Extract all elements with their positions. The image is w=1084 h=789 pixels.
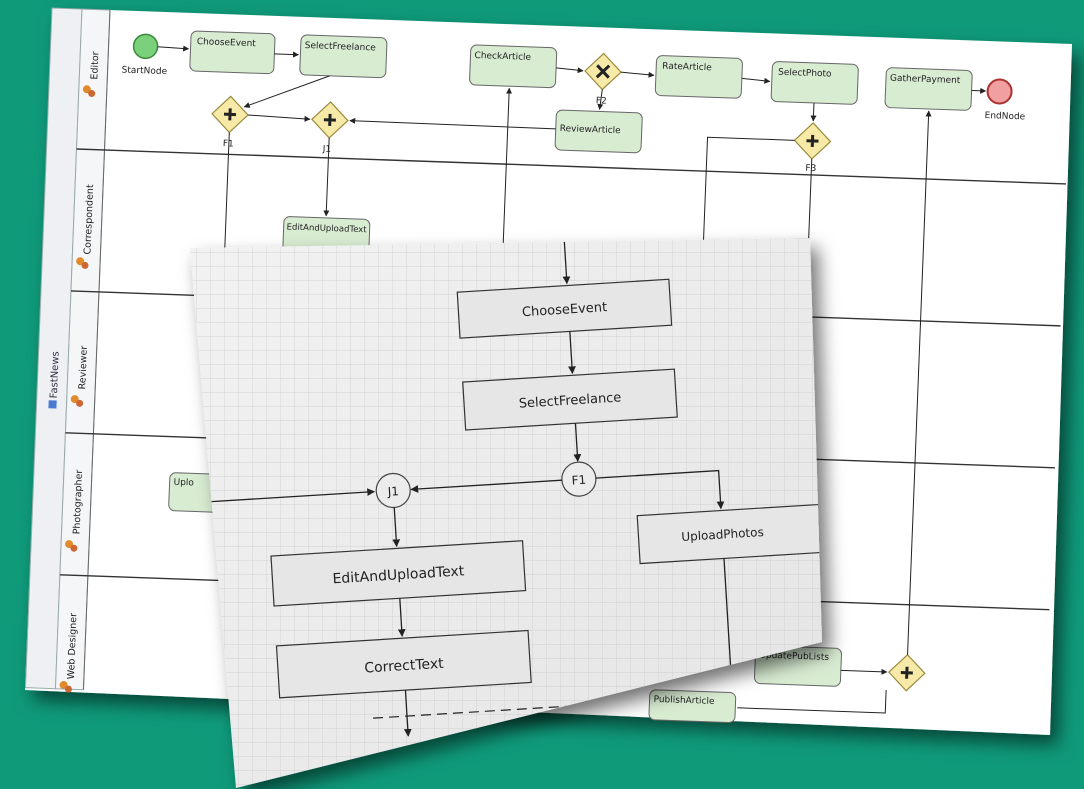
start-node[interactable] <box>132 33 159 60</box>
gateway-f1-label: F1 <box>223 139 234 149</box>
front-gateway-j1-label: J1 <box>386 484 399 499</box>
task-select-photo-label: SelectPhoto <box>778 68 832 80</box>
front-task-select-freelance-label: SelectFreelance <box>518 390 621 411</box>
task-edit-upload-text-back-label: EditAndUploadText <box>286 222 367 235</box>
front-task-upload-photos-label: UploadPhotos <box>681 525 764 544</box>
task-review-article-label: ReviewArticle <box>560 124 622 136</box>
role-icon-editor <box>82 85 91 94</box>
role-icon-web-designer <box>59 681 68 690</box>
gateway-f2-label: F2 <box>596 96 607 106</box>
front-flowchart: ChooseEvent SelectFreelance F1 J1 EditAn… <box>198 238 840 767</box>
lane-label-correspondent: Correspondent <box>82 184 96 255</box>
gateway-j1-label: J1 <box>322 145 332 155</box>
task-publish-article-label: PublishArticle <box>653 695 715 707</box>
task-select-freelance-label: SelectFreelance <box>305 41 377 54</box>
task-choose-event-label: ChooseEvent <box>197 37 257 49</box>
task-rate-article-label: RateArticle <box>662 62 712 74</box>
gateway-f1[interactable] <box>211 95 249 134</box>
front-task-upload-photos[interactable] <box>636 502 840 565</box>
task-publish-article[interactable] <box>648 689 737 724</box>
task-select-freelance[interactable] <box>299 34 388 79</box>
role-icon-reviewer <box>70 395 79 404</box>
lane-role-icons <box>59 85 96 693</box>
front-task-choose-event[interactable] <box>456 278 673 339</box>
gateway-f3-label: F3 <box>805 164 816 174</box>
lane-label-editor: Editor <box>89 51 101 80</box>
end-node-label: EndNode <box>984 111 1025 122</box>
start-node-label: StartNode <box>121 66 167 78</box>
role-icon-photographer <box>65 540 74 549</box>
lane-label-web-designer: Web Designer <box>66 613 80 680</box>
task-review-article[interactable] <box>554 109 643 154</box>
lane-label-reviewer: Reviewer <box>77 346 90 390</box>
pool-icon <box>48 400 57 409</box>
back-connectors <box>157 45 987 675</box>
front-task-choose-event-label: ChooseEvent <box>522 300 608 320</box>
task-check-article-label: CheckArticle <box>474 51 531 63</box>
front-gateway-f1-label: F1 <box>571 473 586 488</box>
front-task-select-freelance[interactable] <box>462 368 678 431</box>
task-upload-photos-back-label: Uplo <box>173 478 194 489</box>
task-gather-payment-label: GatherPayment <box>890 74 961 86</box>
gateway-join-web[interactable] <box>887 653 926 692</box>
pool-label: FastNews <box>49 351 62 398</box>
role-icon-correspondent <box>76 257 85 266</box>
task-update-pub-lists-label: UpdatePubLists <box>759 651 829 663</box>
front-task-correct-text-label: CorrectText <box>364 656 445 677</box>
end-node[interactable] <box>986 78 1013 105</box>
lane-label-photographer: Photographer <box>72 469 86 534</box>
